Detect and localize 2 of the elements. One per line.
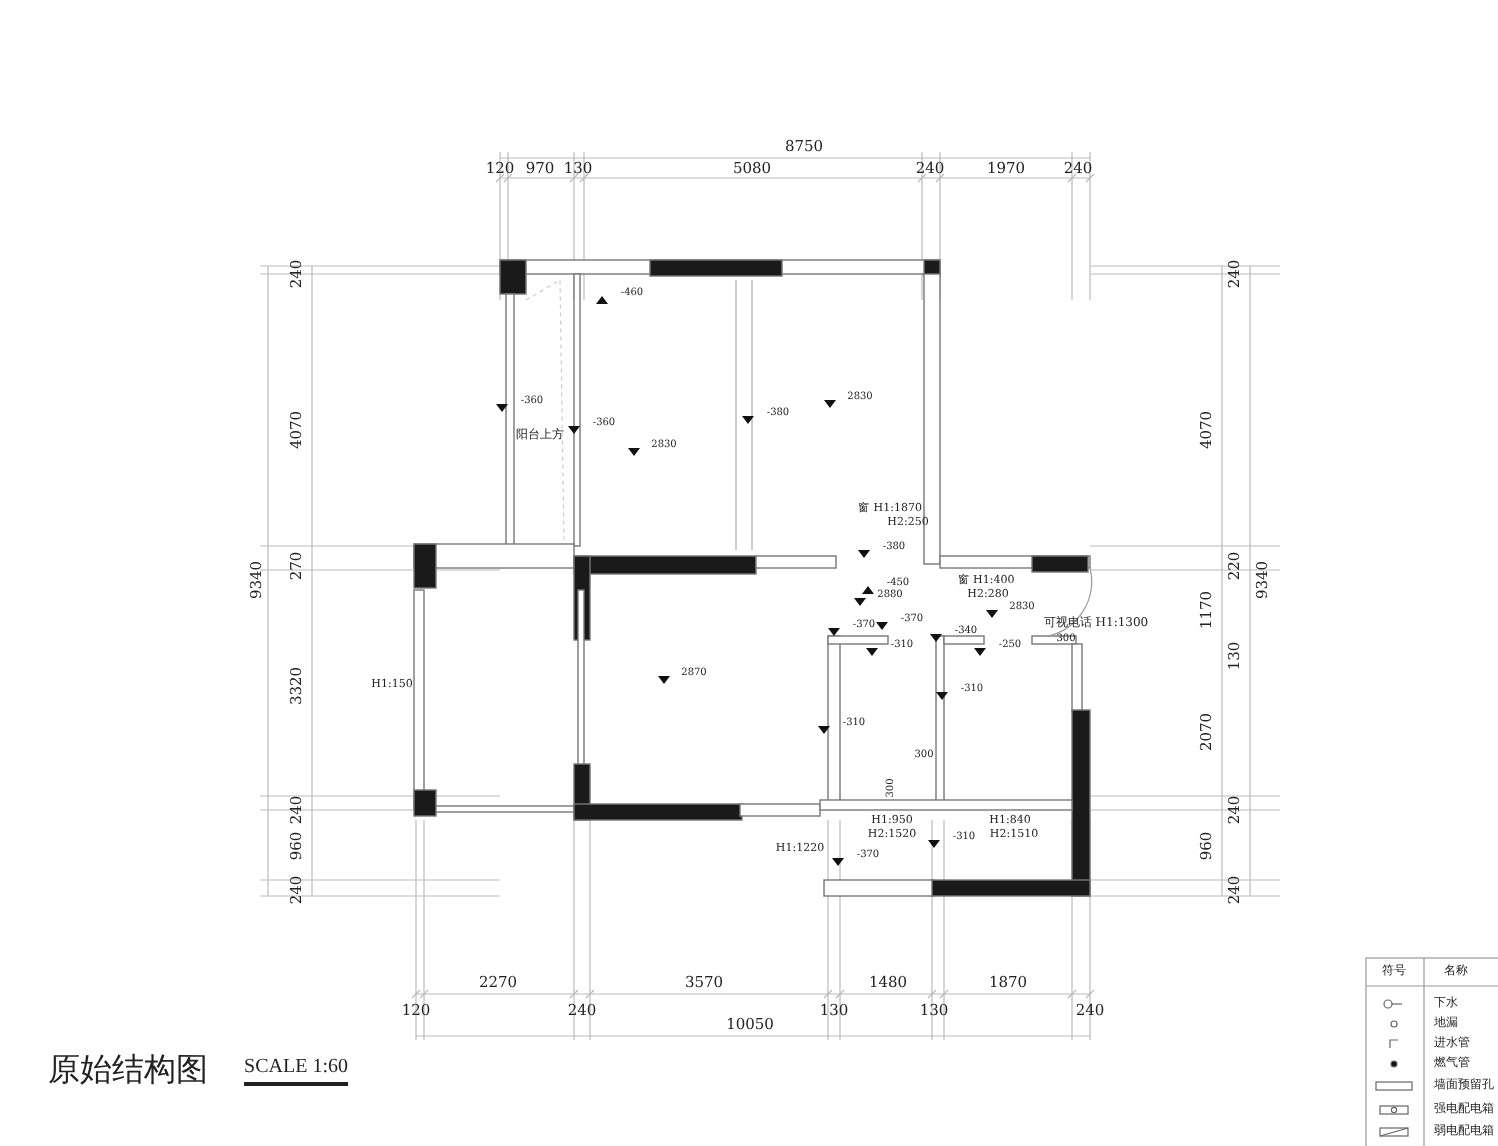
title: 原始结构图 (48, 1054, 208, 1086)
scale-text: SCALE 1:60 (244, 1058, 348, 1086)
